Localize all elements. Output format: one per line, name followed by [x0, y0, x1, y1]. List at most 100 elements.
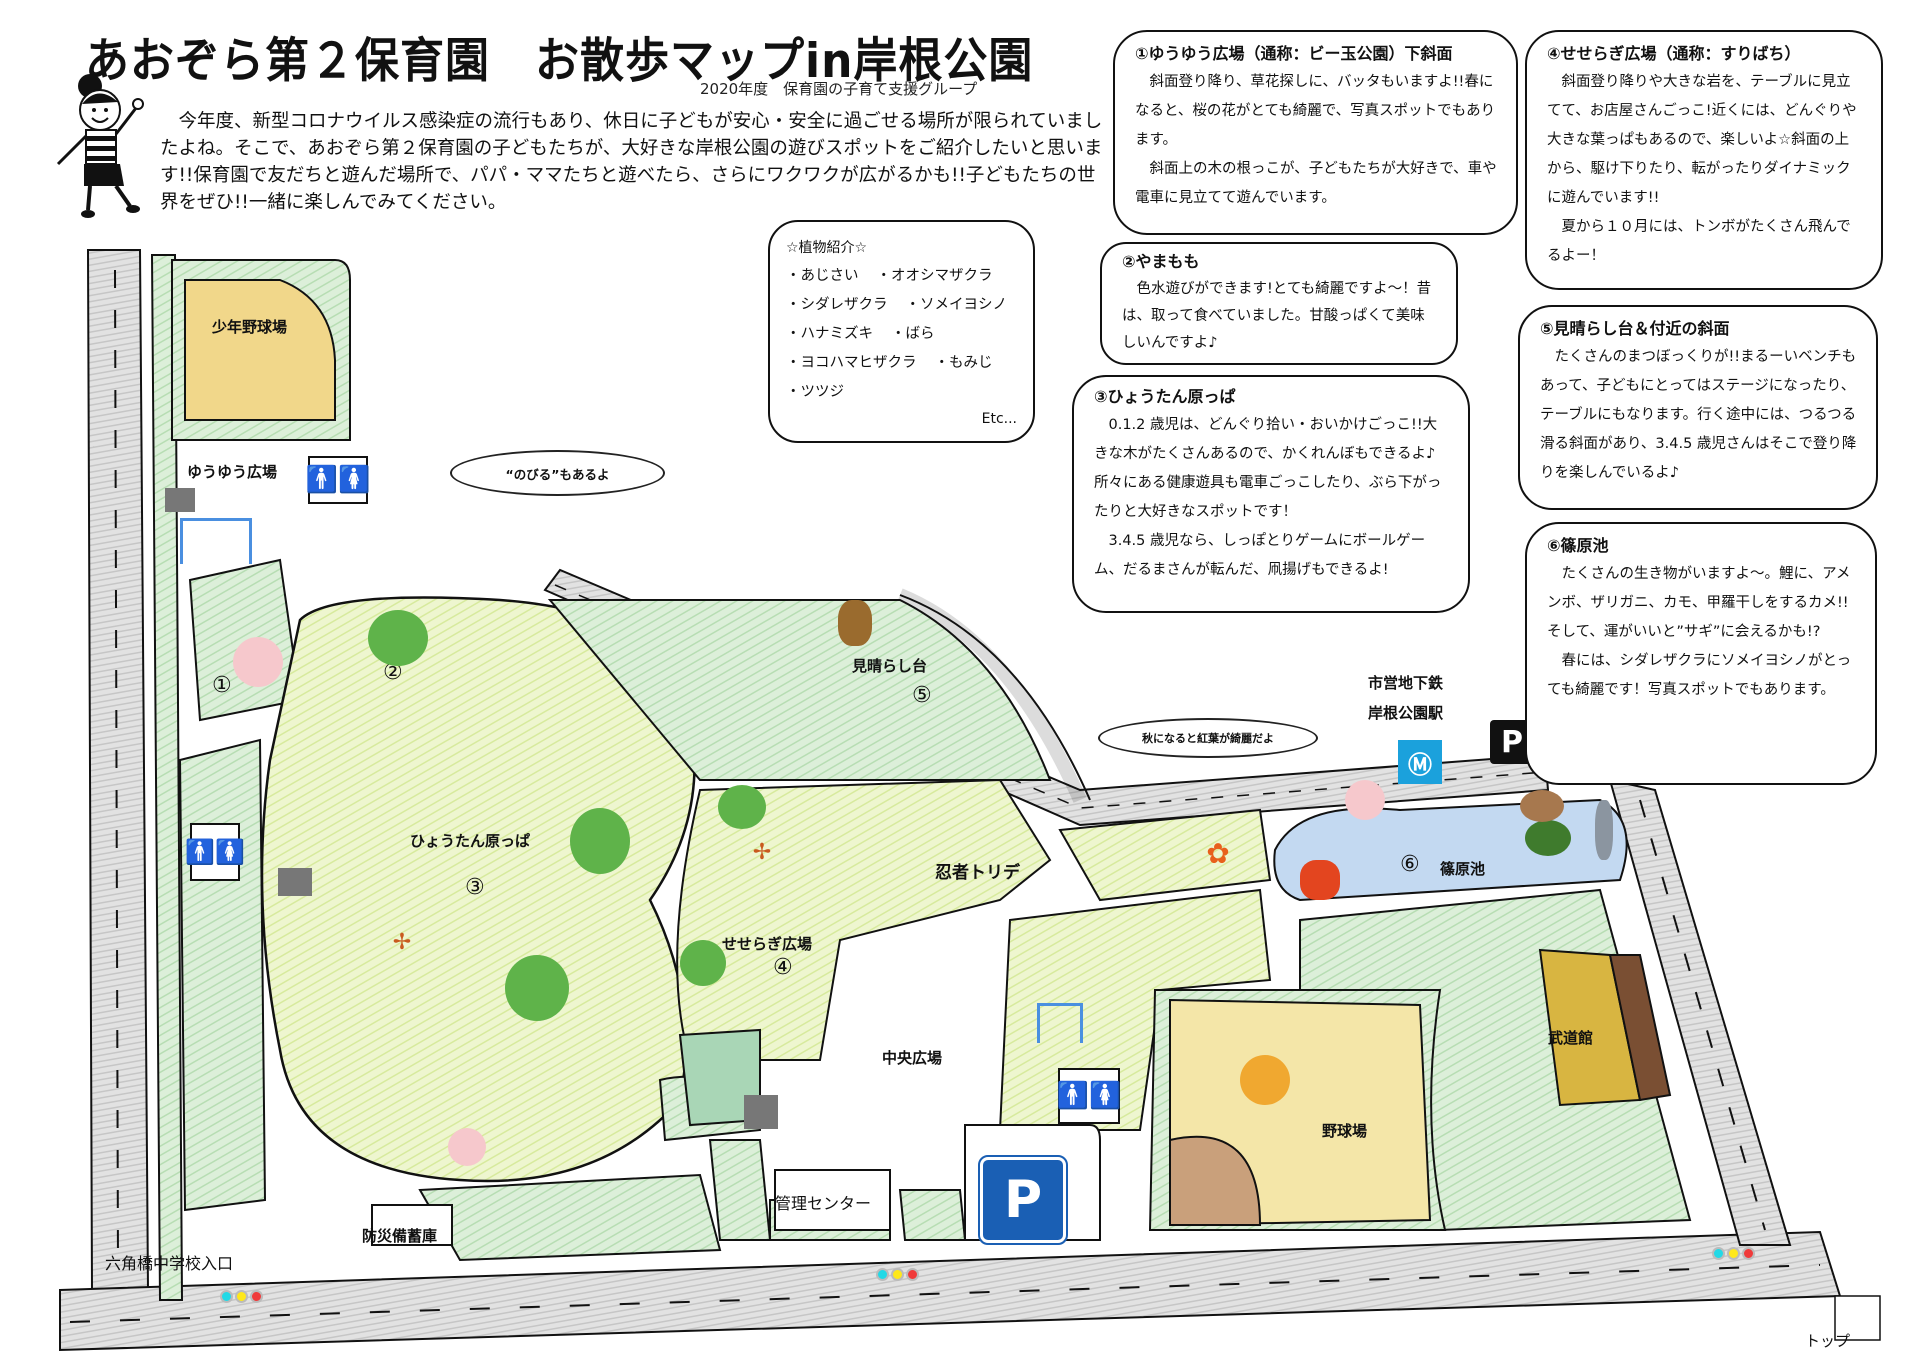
label-baseball: 野球場 [1322, 1122, 1368, 1140]
plant-item: ・ハナミズキ [786, 326, 873, 342]
car-parking-icon: P [978, 1155, 1068, 1245]
plant-item: ・ツツジ [786, 384, 844, 400]
plants-heading: ☆植物紹介☆ [786, 240, 868, 256]
pinecone-icon [838, 600, 872, 646]
spot-box-1: ①ゆうゆう広場（通称：ビー玉公園）下斜面 斜面登り降り、草花探しに、バッタもいま… [1113, 30, 1518, 235]
baseball-glove-icon [1240, 1055, 1290, 1105]
toilet-icon: 🚹🚺 [306, 456, 370, 504]
plant-item: ・ヨコハマヒザクラ [786, 355, 917, 371]
spot-text: 斜面上の木の根っこが、子どもたちが大好きで、車や電車に見立てて遊んでいます。 [1135, 161, 1497, 206]
plants-row: ・ヨコハマヒザクラ ・もみじ [786, 349, 1017, 378]
plant-item: ・ソメイヨシノ [905, 297, 1008, 313]
marker-1: ① [212, 673, 232, 698]
spot-title: ③ひょうたん原っぱ [1094, 387, 1236, 406]
cherry-tree-icon [233, 637, 283, 687]
subtitle: 2020年度 保育園の子育て支援グループ [700, 80, 978, 98]
spot-title: ④せせらぎ広場（通称：すりばち） [1547, 44, 1801, 63]
plant-item: ・オオシマザクラ [876, 268, 993, 284]
drinking-fountain-icon [278, 868, 312, 896]
marker-2: ② [383, 660, 403, 685]
label-management-center: 管理センター [775, 1194, 872, 1213]
marker-4: ④ [773, 955, 793, 980]
cloud-koyo: 秋になると紅葉が綺麗だよ [1098, 718, 1318, 758]
page-title: あおぞら第２保育園 お散歩マップin岸根公園 [85, 33, 1034, 89]
label-school-entrance: 六角橋中学校入口 [105, 1254, 234, 1273]
tree-icon [570, 808, 630, 874]
marker-6: ⑥ [1400, 852, 1420, 877]
drinking-fountain-icon [165, 488, 195, 512]
spot-title: ②やまもも [1122, 252, 1200, 271]
label-disaster-storage: 防災備蓄庫 [362, 1227, 438, 1245]
spot-title: ⑥篠原池 [1547, 536, 1609, 555]
marker-5: ⑤ [912, 683, 932, 708]
spot-text: 斜面登り降り、草花探しに、バッタもいますよ!!春になると、桜の花がとても綺麗で、… [1135, 74, 1496, 148]
label-miharashi: 見晴らし台 [852, 657, 928, 675]
dragonfly-icon: ✢ [752, 839, 772, 865]
traffic-light-icon [1712, 1247, 1755, 1260]
park-map [59, 249, 1881, 1352]
plant-item: ・シダレザクラ [786, 297, 888, 313]
spot-box-6: ⑥篠原池 たくさんの生き物がいますよ～。鯉に、アメンボ、ザリガニ、カモ、甲羅干し… [1525, 522, 1877, 785]
label-pond: 篠原池 [1440, 860, 1486, 878]
tree-icon [505, 955, 569, 1021]
swing-icon [1037, 1003, 1083, 1043]
maple-leaf-icon: ✿ [1206, 836, 1230, 870]
tree-icon [368, 610, 428, 666]
plant-item: ・あじさい [786, 268, 859, 284]
tree-icon [680, 940, 726, 986]
toilet-icon: 🚹🚺 [1057, 1068, 1121, 1124]
label-subway-line1: 市営地下鉄 [1368, 674, 1444, 692]
plants-row: ・ハナミズキ ・ばら [786, 320, 1017, 349]
spot-box-5: ⑤見晴らし台＆付近の斜面 たくさんのまつぼっくりが!!まるーいベンチもあって、子… [1518, 305, 1878, 510]
koi-fish-icon [1300, 860, 1340, 900]
girl-illustration-icon [56, 74, 144, 218]
spot-text: たくさんのまつぼっくりが!!まるーいベンチもあって、子どもにとってはステージにな… [1540, 349, 1857, 481]
label-seseragi: せせらぎ広場 [722, 935, 813, 953]
spot-text: 3.4.5 歳児なら、しっぽとりゲームにボールゲーム、だるまさんが転んだ、凧揚げ… [1094, 533, 1426, 578]
toilet-icon: 🚹🚺 [185, 823, 245, 881]
subway-icon: Ⓜ [1398, 740, 1442, 784]
cherry-tree-icon [1345, 780, 1385, 820]
intro-paragraph: 今年度、新型コロナウイルス感染症の流行もあり、休日に子どもが安心・安全に過ごせる… [160, 111, 1103, 213]
car-parking-letter: P [1003, 1170, 1043, 1230]
label-yuyu-plaza: ゆうゆう広場 [187, 463, 278, 481]
duck-icon [1520, 790, 1564, 822]
turtle-icon [1525, 820, 1571, 856]
tree-icon [718, 785, 766, 829]
label-youth-baseball: 少年野球場 [212, 318, 288, 336]
spot-text: 夏から１０月には、トンボがたくさん飛んでるよー！ [1547, 219, 1851, 264]
spot-box-4: ④せせらぎ広場（通称：すりばち） 斜面登り降りや大きな岩を、テーブルに見立てて、… [1525, 30, 1883, 290]
traffic-light-icon [876, 1268, 919, 1281]
label-top-store: トップ [1805, 1332, 1851, 1350]
spot-title: ①ゆうゆう広場（通称：ビー玉公園）下斜面 [1135, 44, 1453, 63]
label-ninja-fort: 忍者トリデ [935, 863, 1020, 883]
plants-etc: Etc... [981, 411, 1017, 427]
cherry-tree-icon [448, 1128, 486, 1166]
label-central-plaza: 中央広場 [882, 1049, 943, 1067]
heron-icon [1595, 800, 1613, 860]
cloud-nobiru: “のびる”もあるよ [450, 450, 665, 496]
label-budokan: 武道館 [1548, 1029, 1594, 1047]
label-subway-line2: 岸根公園駅 [1368, 704, 1444, 722]
spot-title: ⑤見晴らし台＆付近の斜面 [1540, 319, 1730, 338]
marker-3: ③ [465, 875, 485, 900]
label-hyotan-field: ひょうたん原っぱ [410, 832, 531, 850]
drinking-fountain-icon [744, 1095, 778, 1129]
plants-box: ☆植物紹介☆ ・あじさい ・オオシマザクラ ・シダレザクラ ・ソメイヨシノ ・ハナミ… [768, 220, 1035, 443]
spot-box-3: ③ひょうたん原っぱ 0.1.2 歳児は、どんぐり拾い・おいかけごっこ!!大きな木… [1072, 375, 1470, 613]
plant-item: ・ばら [891, 326, 935, 342]
traffic-light-icon [220, 1290, 263, 1303]
bike-parking-letter: P [1501, 724, 1523, 760]
spot-box-2: ②やまもも 色水遊びができます!とても綺麗ですよ～！昔は、取って食べていました。… [1100, 242, 1458, 365]
spot-text: 0.1.2 歳児は、どんぐり拾い・おいかけごっこ!!大きな木がたくさんあるので、… [1094, 417, 1442, 520]
dragonfly-icon: ✢ [392, 929, 412, 955]
spot-text: 春には、シダレザクラにソメイヨシノがとっても綺麗です！写真スポットでもあります。 [1547, 653, 1852, 698]
spot-text: たくさんの生き物がいますよ～。鯉に、アメンボ、ザリガニ、カモ、甲羅干しをするカメ… [1547, 566, 1851, 640]
plants-row: ・あじさい ・オオシマザクラ [786, 262, 1017, 291]
swing-icon [180, 518, 252, 564]
spot-text: 斜面登り降りや大きな岩を、テーブルに見立てて、お店屋さんごっこ!近くには、どんぐ… [1547, 74, 1857, 206]
plants-row: ・シダレザクラ ・ソメイヨシノ [786, 291, 1017, 320]
spot-text: 色水遊びができます!とても綺麗ですよ～！昔は、取って食べていました。甘酸っぱくて… [1122, 281, 1432, 351]
plant-item: ・もみじ [934, 355, 993, 371]
plants-row: ・ツツジ [786, 378, 1017, 407]
